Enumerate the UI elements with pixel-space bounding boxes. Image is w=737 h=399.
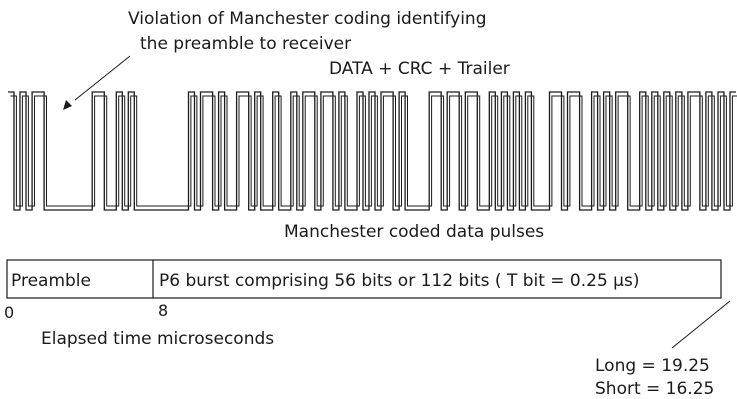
violation-annotation-line2: the preamble to receiver (140, 34, 351, 54)
short-duration-label: Short = 16.25 (595, 379, 714, 399)
end-pointer-line (671, 300, 731, 349)
violation-pointer-arrowhead (63, 100, 72, 110)
elapsed-time-label: Elapsed time microseconds (41, 329, 274, 349)
pulses-caption: Manchester coded data pulses (284, 222, 544, 242)
tick-label-8: 8 (158, 301, 168, 320)
pulse-outline (8, 91, 736, 211)
violation-annotation-line1: Violation of Manchester coding identifyi… (128, 9, 487, 29)
manchester-pulse-train (8, 91, 737, 211)
tick-label-0: 0 (4, 303, 14, 322)
pulse-inner-outline (10, 95, 737, 207)
violation-pointer-line (74, 55, 131, 101)
data-crc-trailer-label: DATA + CRC + Trailer (329, 59, 510, 79)
timeline-bar (6, 259, 722, 299)
burst-label: P6 burst comprising 56 bits or 112 bits … (159, 271, 640, 291)
preamble-label: Preamble (11, 271, 91, 291)
long-duration-label: Long = 19.25 (595, 356, 710, 376)
